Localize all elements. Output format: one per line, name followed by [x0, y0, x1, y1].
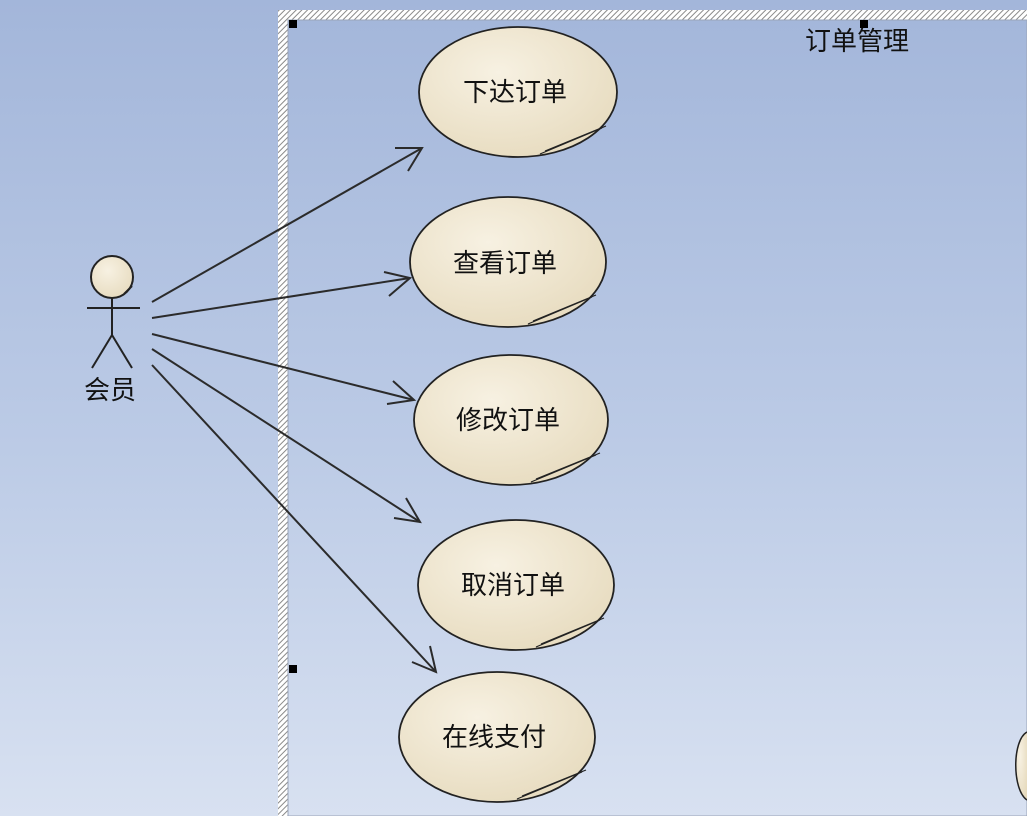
selection-handle-left-mid[interactable]	[289, 665, 297, 673]
use-case-label: 下达订单	[463, 78, 567, 108]
partial-use-case-edge	[1015, 731, 1027, 801]
selection-handle-top-left[interactable]	[289, 20, 297, 28]
boundary-inner-border	[287, 19, 1027, 816]
association-arrow[interactable]	[151, 333, 417, 405]
actor-head-mark	[123, 285, 133, 295]
use-case-fold	[527, 294, 597, 325]
use-case-ellipse	[409, 196, 607, 328]
association-arrow[interactable]	[151, 364, 438, 674]
use-case-label: 修改订单	[456, 406, 560, 436]
use-case[interactable]: 修改订单	[413, 354, 609, 486]
associations	[151, 147, 438, 674]
use-case-ellipse	[398, 671, 596, 803]
association-arrow[interactable]	[151, 147, 424, 303]
use-case-fold	[535, 617, 605, 648]
selection-handle-top-mid[interactable]	[860, 20, 868, 28]
use-case-ellipse	[413, 354, 609, 486]
actor-name: 会员	[84, 376, 136, 406]
use-case[interactable]: 查看订单	[409, 196, 607, 328]
association-arrow[interactable]	[151, 271, 413, 319]
actor-right-leg	[111, 334, 133, 369]
use-case-fold	[539, 125, 607, 155]
use-case[interactable]: 在线支付	[398, 671, 596, 803]
use-case-label: 在线支付	[442, 723, 546, 753]
use-case-ellipse	[418, 26, 618, 158]
actor[interactable]	[87, 255, 140, 369]
use-case-label: 取消订单	[461, 571, 565, 601]
use-case[interactable]: 取消订单	[417, 519, 615, 651]
actor-left-leg	[91, 334, 113, 369]
use-case[interactable]: 下达订单	[418, 26, 618, 158]
boundary-top-edge	[278, 10, 1027, 20]
system-title: 订单管理	[805, 27, 909, 57]
system-boundary[interactable]: 订单管理	[278, 10, 1027, 816]
use-case-ellipse	[417, 519, 615, 651]
use-case-fold	[530, 452, 601, 483]
use-case-fold	[516, 769, 587, 800]
association-arrow[interactable]	[151, 348, 422, 524]
boundary-left-edge	[278, 10, 288, 816]
use-case-label: 查看订单	[453, 249, 557, 279]
